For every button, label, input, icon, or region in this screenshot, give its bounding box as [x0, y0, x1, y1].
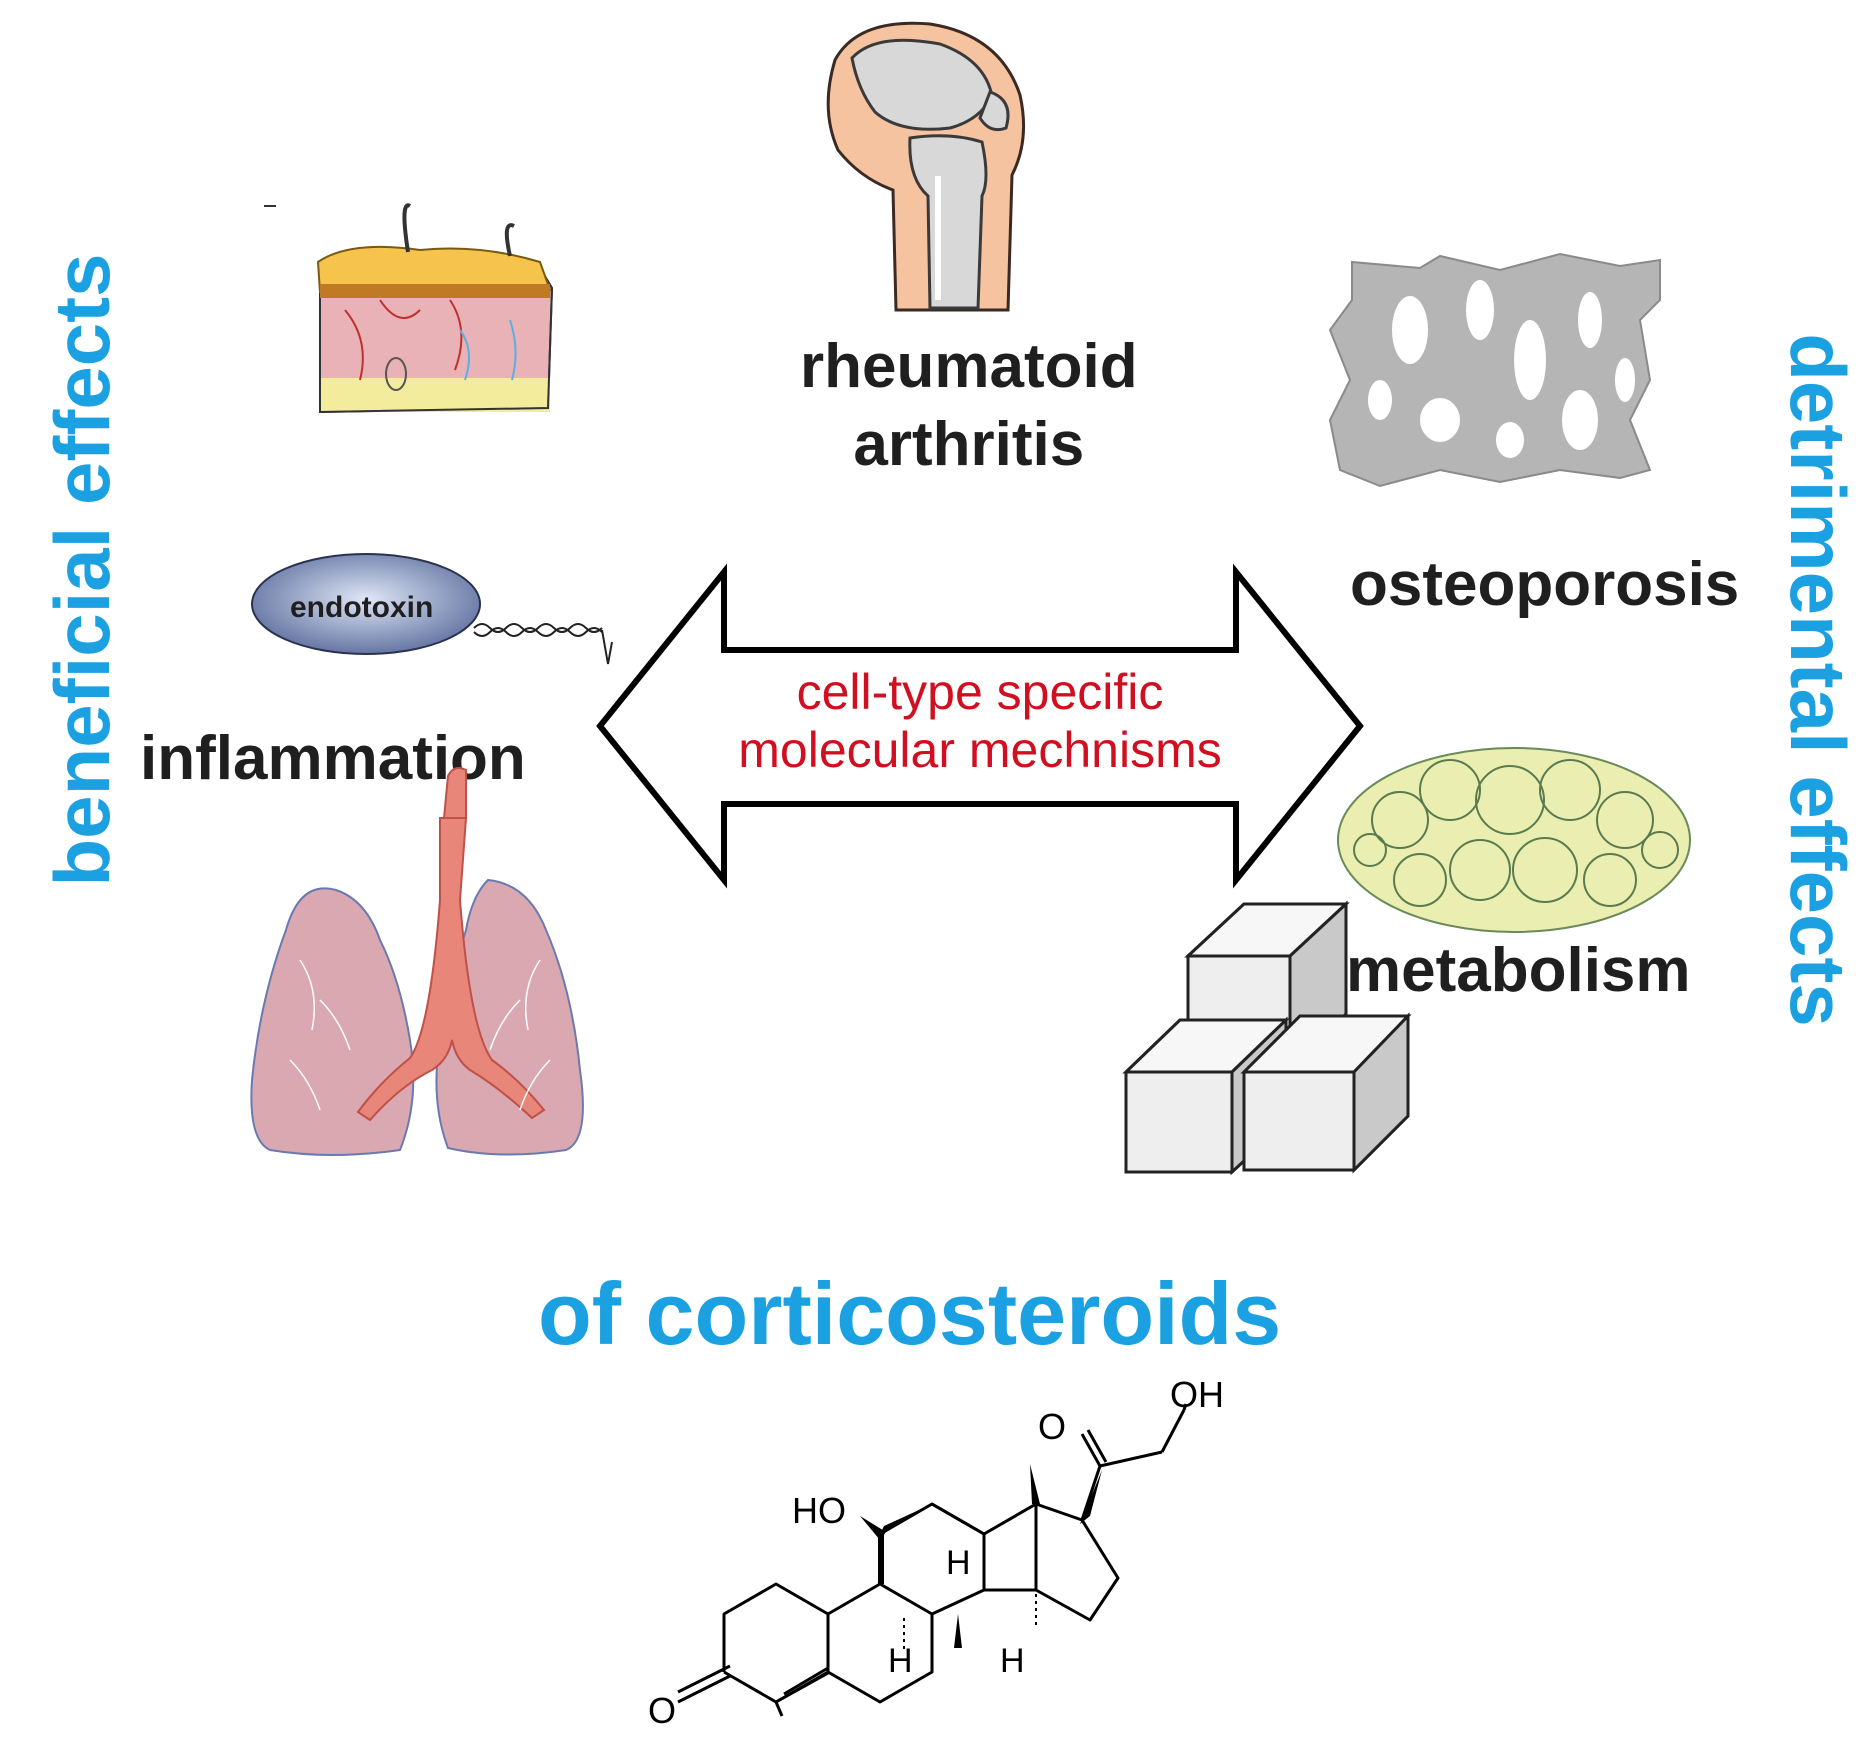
- molecule-h-3: H: [1000, 1642, 1025, 1680]
- molecule-ketone-o: O: [1038, 1406, 1067, 1447]
- center-text: cell-type specific molecular mechnisms: [680, 664, 1280, 779]
- molecule-h-1: H: [888, 1642, 913, 1680]
- endotoxin-label: endotoxin: [290, 591, 434, 624]
- molecule-oh-top: OH: [1170, 1374, 1224, 1415]
- center-line-1: cell-type specific: [796, 664, 1164, 720]
- rheumatoid-label: rheumatoid arthritis: [800, 336, 1138, 476]
- molecule-h-2: H: [946, 1544, 971, 1582]
- molecule-o-bottom: O: [648, 1690, 677, 1731]
- rheumatoid-line-1: rheumatoid: [800, 332, 1138, 401]
- osteoporosis-label: osteoporosis: [1350, 550, 1740, 619]
- metabolism-label: metabolism: [1346, 936, 1691, 1005]
- center-line-2: molecular mechnisms: [738, 721, 1222, 778]
- rheumatoid-line-2: arthritis: [853, 410, 1085, 479]
- molecule-ho-left: HO: [792, 1490, 846, 1531]
- corticosteroids-title: of corticosteroids: [538, 1264, 1282, 1363]
